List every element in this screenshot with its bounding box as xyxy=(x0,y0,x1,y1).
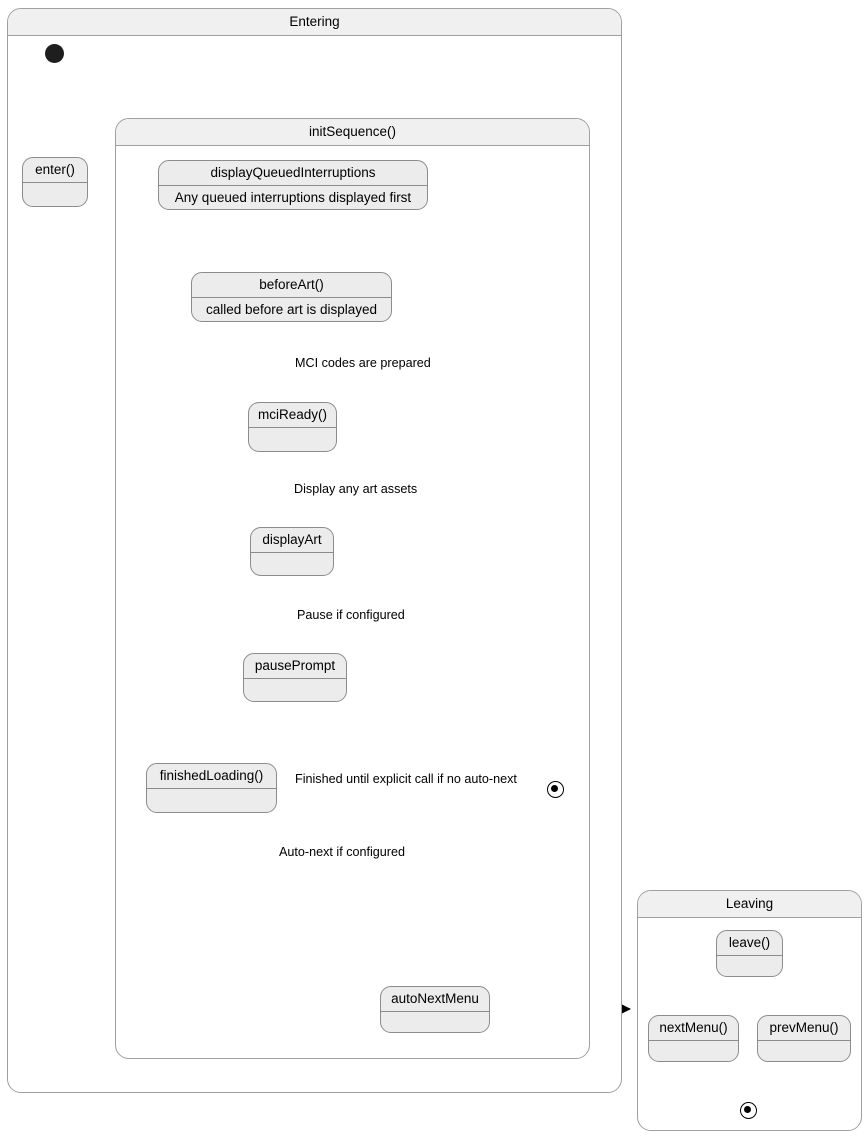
final-state-node[interactable] xyxy=(547,781,564,798)
initial-state-node[interactable] xyxy=(45,44,64,63)
state-leave-name: leave() xyxy=(717,931,782,956)
state-finished-loading[interactable]: finishedLoading() xyxy=(146,763,277,813)
state-auto-next-menu-name: autoNextMenu xyxy=(381,987,489,1012)
state-leave[interactable]: leave() xyxy=(716,930,783,977)
leaving-final-state-node[interactable] xyxy=(740,1102,757,1119)
region-init-sequence-title: initSequence() xyxy=(116,119,589,146)
region-init-sequence[interactable]: initSequence() xyxy=(115,118,590,1059)
state-display-queued-interruptions-name: displayQueuedInterruptions xyxy=(159,161,427,186)
state-display-art[interactable]: displayArt xyxy=(250,527,334,576)
state-auto-next-menu[interactable]: autoNextMenu xyxy=(380,986,490,1033)
edge-label-mci-codes-prepared: MCI codes are prepared xyxy=(295,356,431,370)
state-pause-prompt-name: pausePrompt xyxy=(244,654,346,679)
state-next-menu-name: nextMenu() xyxy=(649,1016,738,1041)
state-finished-loading-name: finishedLoading() xyxy=(147,764,276,789)
state-pause-prompt[interactable]: pausePrompt xyxy=(243,653,347,702)
region-entering-title: Entering xyxy=(8,9,621,36)
edge-label-pause-if-configured: Pause if configured xyxy=(297,608,405,622)
edge-label-auto-next-if-configured: Auto-next if configured xyxy=(279,845,406,859)
state-before-art[interactable]: beforeArt() called before art is display… xyxy=(191,272,392,322)
region-leaving[interactable]: Leaving xyxy=(637,890,862,1131)
state-display-queued-interruptions[interactable]: displayQueuedInterruptions Any queued in… xyxy=(158,160,428,210)
edge-label-finished-until-explicit-call: Finished until explicit call if no auto-… xyxy=(295,772,517,786)
edge-label-display-art-assets: Display any art assets xyxy=(294,482,418,496)
region-leaving-title: Leaving xyxy=(638,891,861,918)
state-enter-name: enter() xyxy=(23,158,87,183)
state-display-queued-interruptions-body: Any queued interruptions displayed first xyxy=(174,190,412,205)
state-prev-menu-name: prevMenu() xyxy=(758,1016,850,1041)
state-mci-ready-name: mciReady() xyxy=(249,403,336,428)
state-mci-ready[interactable]: mciReady() xyxy=(248,402,337,452)
state-enter[interactable]: enter() xyxy=(22,157,88,207)
state-before-art-name: beforeArt() xyxy=(192,273,391,298)
state-display-art-name: displayArt xyxy=(251,528,333,553)
state-before-art-body: called before art is displayed xyxy=(205,302,378,317)
state-next-menu[interactable]: nextMenu() xyxy=(648,1015,739,1062)
state-prev-menu[interactable]: prevMenu() xyxy=(757,1015,851,1062)
